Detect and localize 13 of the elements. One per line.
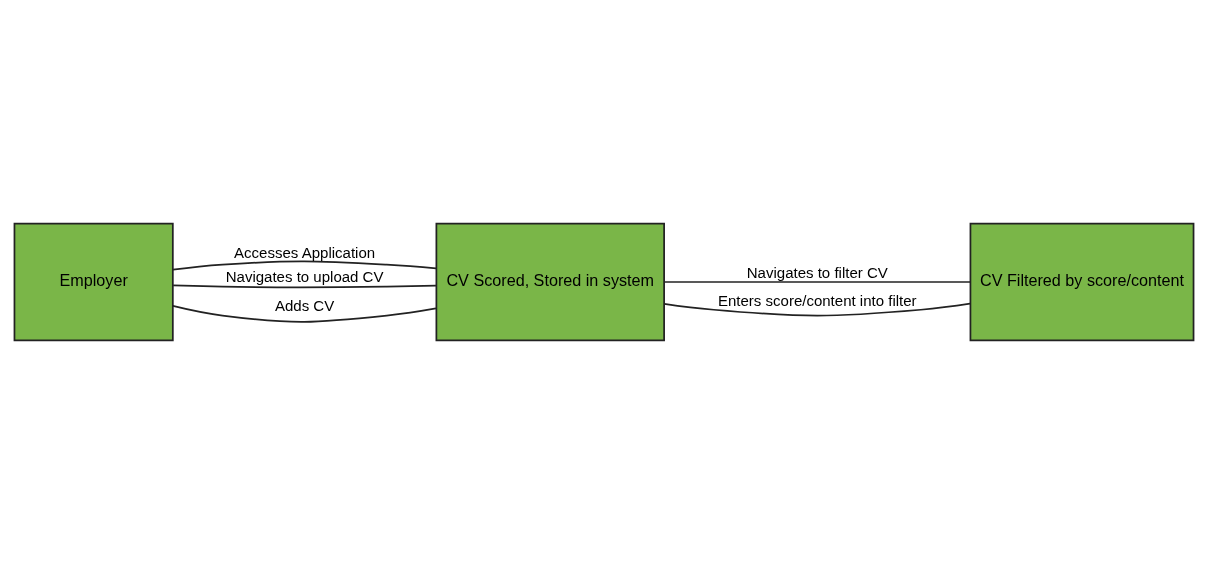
connector: [172, 304, 437, 323]
connector: [172, 283, 437, 288]
edge-label: Navigates to filter CV: [746, 263, 888, 281]
edge-label: Adds CV: [274, 296, 335, 314]
node-box: Employer: [13, 222, 174, 341]
connector: [172, 260, 437, 271]
edge-label: Navigates to upload CV: [225, 267, 384, 285]
node-box: CV Scored, Stored in system: [435, 222, 665, 341]
edge-label: Enters score/content into filter: [717, 291, 917, 309]
connector: [663, 280, 972, 283]
connector: [663, 302, 971, 316]
node-box: CV Filtered by score/content: [969, 222, 1195, 341]
edge-label: Accesses Application: [234, 243, 376, 261]
